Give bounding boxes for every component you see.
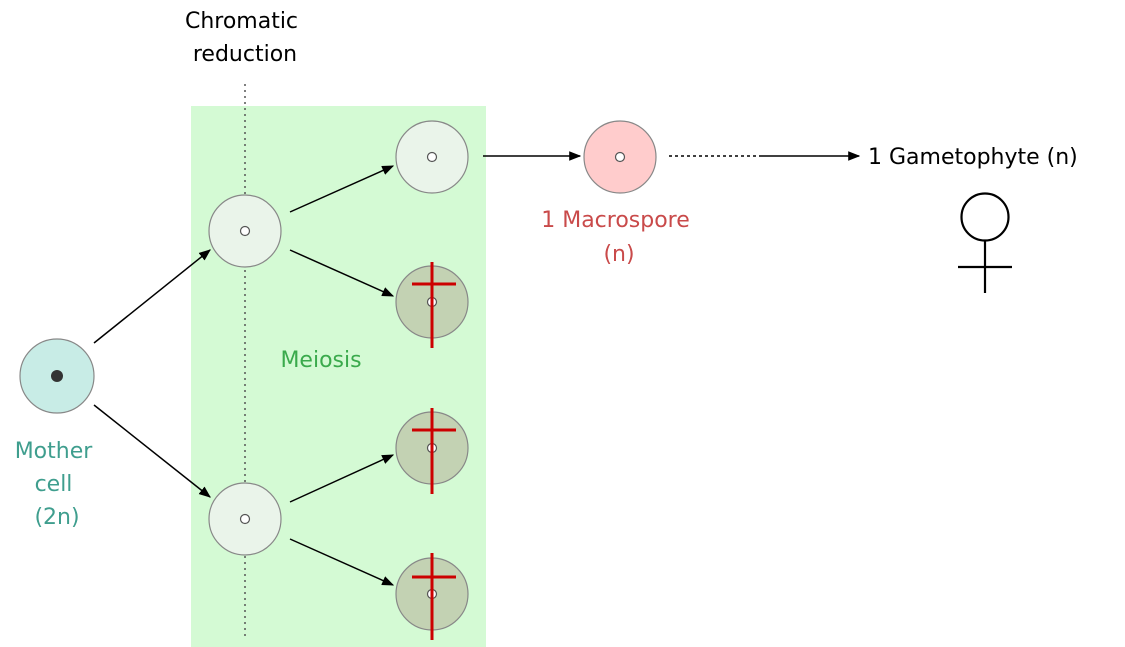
degenerated-cell-2 [395, 408, 469, 494]
arrow-lower-to-dead-2 [289, 454, 395, 503]
chromatic-reduction-label: Chromatic reduction [185, 9, 305, 67]
arrow-lower-to-dead-3 [289, 538, 395, 586]
arrow-mother-to-lower [93, 404, 211, 498]
surviving-spore-cell [395, 120, 469, 194]
arrow-upper-to-dead-1 [289, 249, 395, 297]
mother-cell-line-3: (2n) [34, 505, 79, 530]
arrow-upper-to-top [289, 165, 395, 213]
mother-nucleus [51, 370, 63, 382]
macrospore-line-2: (n) [603, 242, 634, 267]
mother-cell-line-2: cell [35, 472, 73, 497]
mother-cell [19, 338, 95, 414]
macrospore-label: 1 Macrospore (n) [541, 208, 697, 267]
macrospore-line-1: 1 Macrospore [541, 208, 690, 233]
upper-daughter-cell [208, 194, 282, 268]
arrow-mother-to-upper [93, 249, 211, 344]
chromatic-reduction-line-1: Chromatic [185, 9, 298, 34]
degenerated-cell-3 [395, 553, 469, 640]
female-symbol-icon [958, 192, 1012, 293]
chromatic-reduction-line-2: reduction [193, 42, 297, 67]
lower-daughter-cell [208, 482, 282, 556]
mother-cell-line-1: Mother [15, 439, 94, 464]
gametophyte-label: 1 Gametophyte (n) [868, 145, 1078, 170]
macrospore-cell [583, 120, 657, 194]
degenerated-cell-1 [395, 262, 469, 348]
meiosis-label: Meiosis [280, 348, 361, 373]
mother-cell-label: Mother cell (2n) [15, 439, 100, 530]
